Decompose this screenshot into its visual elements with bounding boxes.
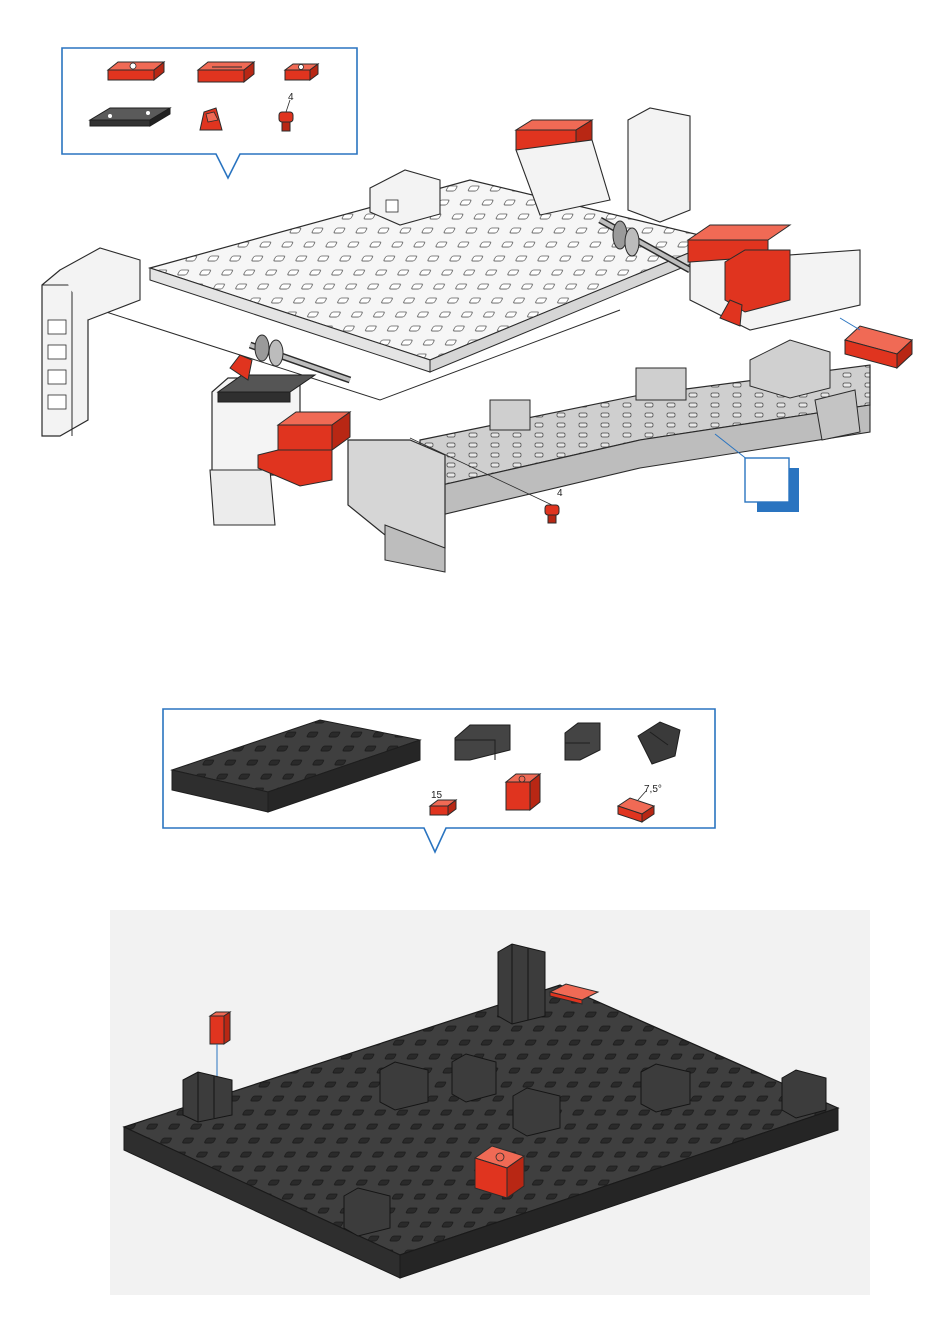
- step1-left-column: [42, 248, 140, 436]
- step1-gray-rails: [348, 340, 870, 572]
- step2-assembly: 15 7,5°: [110, 709, 870, 1295]
- length-label: 15: [431, 790, 443, 801]
- callout-qty-label: 4: [557, 488, 563, 499]
- step2-parts-box: 15 7,5°: [163, 709, 715, 852]
- step1-assembly: 4: [42, 48, 912, 572]
- angle-label: 7,5°: [644, 784, 662, 795]
- step1-parts-box: 4: [62, 48, 357, 178]
- red-building-block-icon: [506, 774, 540, 810]
- red-building-block-icon: [198, 62, 254, 82]
- red-building-block-icon: [108, 62, 164, 80]
- red-building-block-icon: [285, 64, 318, 80]
- step1-front-left-assembly: [210, 335, 350, 525]
- qty-label: 4: [288, 92, 294, 103]
